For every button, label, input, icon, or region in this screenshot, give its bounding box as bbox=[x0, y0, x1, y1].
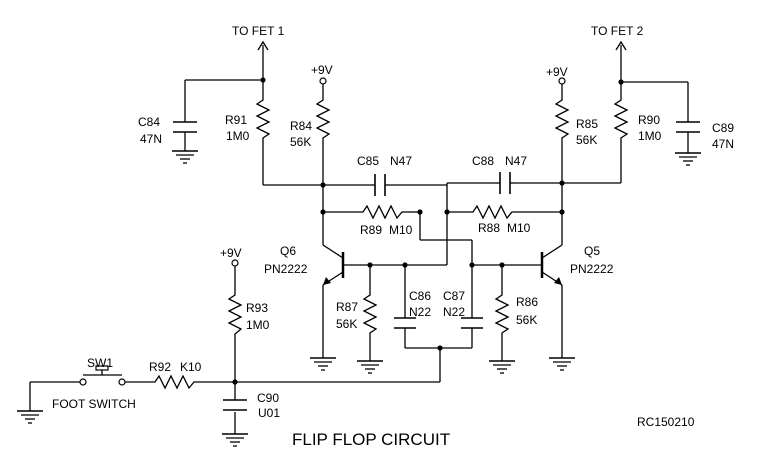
ground-c89 bbox=[674, 146, 702, 166]
ground-q5-emitter bbox=[548, 351, 576, 371]
label-c85-value: N47 bbox=[390, 154, 412, 168]
label-c84-value: 47N bbox=[140, 132, 162, 146]
label-r91-value: 1M0 bbox=[226, 129, 250, 143]
label-r90-ref: R90 bbox=[638, 113, 660, 127]
resistor-r85 bbox=[554, 95, 570, 145]
label-r85-ref: R85 bbox=[576, 117, 598, 131]
capacitor-c86 bbox=[394, 317, 416, 329]
label-to-fet2: TO FET 2 bbox=[591, 24, 644, 38]
foot-switch-sw1 bbox=[79, 365, 126, 386]
label-r84-value: 56K bbox=[290, 135, 311, 149]
resistor-r90 bbox=[613, 95, 629, 145]
label-c89-ref: C89 bbox=[712, 121, 734, 135]
resistor-r84 bbox=[315, 95, 331, 145]
transistor-q6 bbox=[322, 244, 345, 286]
capacitor-c85 bbox=[370, 174, 390, 196]
ground-c84 bbox=[171, 144, 199, 164]
ground-r86 bbox=[488, 354, 516, 374]
label-r86-ref: R86 bbox=[516, 295, 538, 309]
capacitor-c84 bbox=[173, 121, 197, 133]
label-r91-ref: R91 bbox=[225, 113, 247, 127]
capacitor-c88 bbox=[495, 172, 515, 194]
label-q5-ref: Q5 bbox=[584, 244, 600, 258]
label-to-fet1: TO FET 1 bbox=[232, 24, 285, 38]
label-r84-ref: R84 bbox=[290, 119, 312, 133]
capacitor-c87 bbox=[461, 317, 483, 329]
label-r93-value: 1M0 bbox=[246, 318, 270, 332]
label-sw1-ref: SW1 bbox=[87, 356, 113, 370]
resistor-r88 bbox=[468, 204, 518, 220]
label-c90-value: U01 bbox=[258, 406, 280, 420]
label-q6-value: PN2222 bbox=[264, 262, 308, 276]
label-r90-value: 1M0 bbox=[638, 129, 662, 143]
label-q6-ref: Q6 bbox=[280, 244, 296, 258]
resistor-r89 bbox=[358, 204, 408, 220]
resistor-r91 bbox=[255, 95, 271, 145]
label-sw1-value: FOOT SWITCH bbox=[52, 397, 136, 411]
resistor-r86 bbox=[494, 290, 510, 335]
label-vcc-r84: +9V bbox=[311, 63, 333, 77]
capacitor-c89 bbox=[676, 121, 700, 133]
label-c90-ref: C90 bbox=[257, 391, 279, 405]
label-r89-value: M10 bbox=[389, 223, 413, 237]
ground-switch bbox=[16, 404, 44, 424]
label-r92-ref: R92 bbox=[149, 360, 171, 374]
label-c88-ref: C88 bbox=[472, 154, 494, 168]
label-r88-ref: R88 bbox=[478, 221, 500, 235]
label-r92-value: K10 bbox=[180, 360, 202, 374]
diagram-title: FLIP FLOP CIRCUIT bbox=[292, 430, 450, 449]
label-c86-ref: C86 bbox=[409, 289, 431, 303]
label-r88-value: M10 bbox=[507, 221, 531, 235]
label-r87-ref: R87 bbox=[336, 300, 358, 314]
label-c87-ref: C87 bbox=[443, 289, 465, 303]
label-reference: RC150210 bbox=[637, 415, 695, 429]
junction-dots bbox=[232, 77, 624, 385]
label-vcc-r85: +9V bbox=[546, 65, 568, 79]
label-c84-ref: C84 bbox=[138, 115, 160, 129]
label-c87-value: N22 bbox=[443, 305, 465, 319]
label-r86-value: 56K bbox=[516, 313, 537, 327]
label-c88-value: N47 bbox=[505, 154, 527, 168]
transistor-q5 bbox=[540, 244, 563, 286]
label-r85-value: 56K bbox=[576, 133, 597, 147]
label-r93-ref: R93 bbox=[246, 301, 268, 315]
resistor-r92 bbox=[150, 374, 200, 390]
label-r87-value: 56K bbox=[336, 317, 357, 331]
ground-c90 bbox=[221, 427, 249, 447]
ground-q6-emitter bbox=[309, 351, 337, 371]
label-r89-ref: R89 bbox=[360, 223, 382, 237]
capacitor-c90 bbox=[223, 399, 247, 411]
vcc-terminal-r93 bbox=[231, 259, 239, 267]
vcc-terminal-r84 bbox=[319, 77, 327, 85]
resistor-r93 bbox=[227, 290, 243, 340]
label-vcc-r93: +9V bbox=[220, 246, 242, 260]
resistor-r87 bbox=[362, 290, 378, 335]
ground-r87 bbox=[356, 354, 384, 374]
label-c85-ref: C85 bbox=[357, 154, 379, 168]
wires bbox=[29, 45, 689, 428]
label-q5-value: PN2222 bbox=[570, 262, 614, 276]
label-c86-value: N22 bbox=[409, 305, 431, 319]
label-c89-value: 47N bbox=[712, 137, 734, 151]
